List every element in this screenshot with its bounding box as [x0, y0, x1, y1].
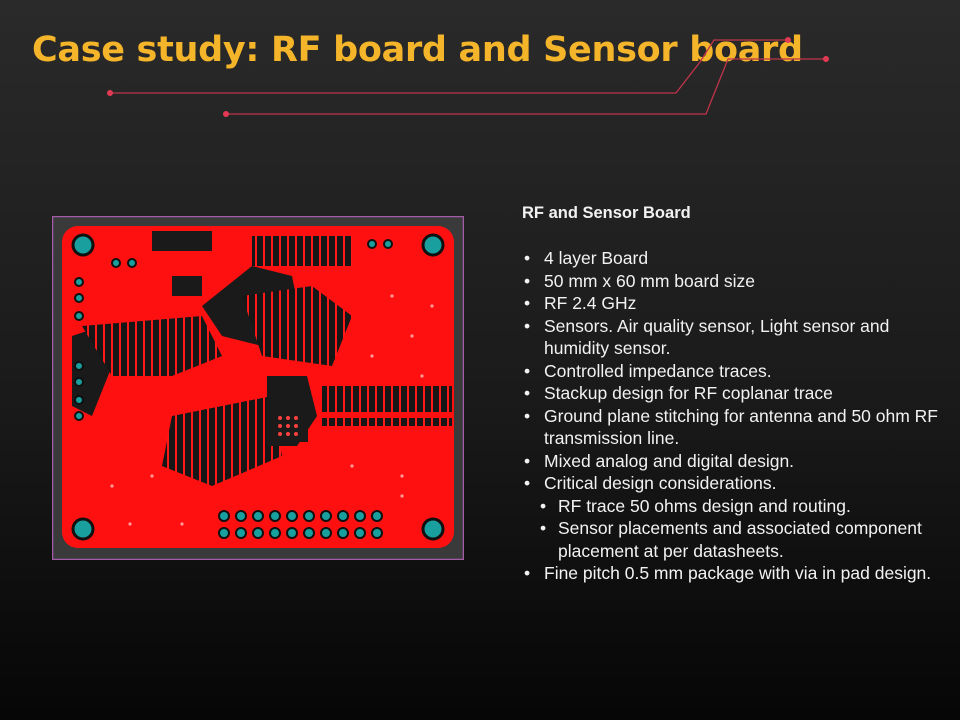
content-panel: RF and Sensor Board 4 layer Board 50 mm … [522, 204, 942, 585]
pcb-layout-image [52, 216, 464, 560]
sub-bullet-item: RF trace 50 ohms design and routing. [522, 495, 942, 518]
content-heading: RF and Sensor Board [522, 204, 691, 222]
bullet-item: Fine pitch 0.5 mm package with via in pa… [522, 562, 942, 585]
bullet-item: Ground plane stitching for antenna and 5… [522, 405, 942, 450]
bullet-item: Stackup design for RF coplanar trace [522, 382, 942, 405]
bullet-item: 4 layer Board [522, 247, 942, 270]
sub-bullet-item: Sensor placements and associated compone… [522, 517, 942, 562]
bullet-item: Mixed analog and digital design. [522, 450, 942, 473]
circuit-trace-decoration [107, 37, 829, 117]
bullet-item: Sensors. Air quality sensor, Light senso… [522, 315, 942, 360]
bullet-item: RF 2.4 GHz [522, 292, 942, 315]
sub-bullet-list: RF trace 50 ohms design and routing. Sen… [522, 495, 942, 563]
bullet-item: 50 mm x 60 mm board size [522, 270, 942, 293]
bullet-list-final: Fine pitch 0.5 mm package with via in pa… [522, 562, 942, 585]
bullet-item: Critical design considerations. [522, 472, 942, 495]
slide-title: Case study: RF board and Sensor board [32, 30, 803, 70]
bullet-item: Controlled impedance traces. [522, 360, 942, 383]
bullet-list: 4 layer Board 50 mm x 60 mm board size R… [522, 247, 942, 495]
